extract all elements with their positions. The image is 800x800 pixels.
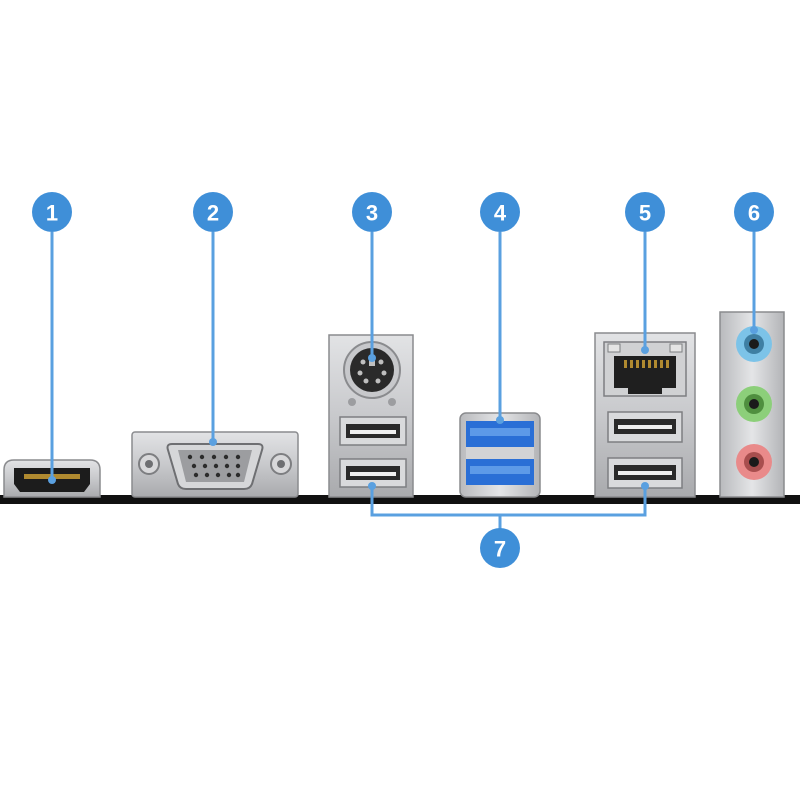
callout-4: 4 (480, 192, 520, 232)
audio-stack (719, 311, 785, 498)
callout-4-label: 4 (494, 201, 507, 226)
callout-lines (48, 232, 758, 530)
callout-6: 6 (734, 192, 774, 232)
callout-3-label: 3 (366, 201, 378, 226)
callout-7-label: 7 (494, 537, 506, 562)
lan-port-icon (603, 341, 687, 397)
audio-jack-icon (736, 326, 772, 362)
ps2-port-icon (343, 341, 401, 399)
audio-jack-icon (736, 444, 772, 480)
callout-5-label: 5 (639, 201, 651, 226)
lan-usb-stack (594, 332, 696, 498)
callout-3: 3 (352, 192, 392, 232)
ps2-usb-stack (328, 334, 414, 498)
vga-port-icon (131, 431, 299, 498)
callout-1-label: 1 (46, 201, 58, 226)
usb2-port-icon (339, 416, 407, 446)
usb2-port-icon (339, 458, 407, 488)
callout-6-label: 6 (748, 201, 760, 226)
usb2-port-icon (607, 411, 683, 443)
callout-2: 2 (193, 192, 233, 232)
panel-baseline (0, 495, 800, 504)
callout-1: 1 (32, 192, 72, 232)
callout-5: 5 (625, 192, 665, 232)
usb3-port-icon (459, 412, 541, 498)
audio-jack-icon (736, 386, 772, 422)
callout-2-label: 2 (207, 201, 219, 226)
callout-7: 7 (480, 528, 520, 568)
